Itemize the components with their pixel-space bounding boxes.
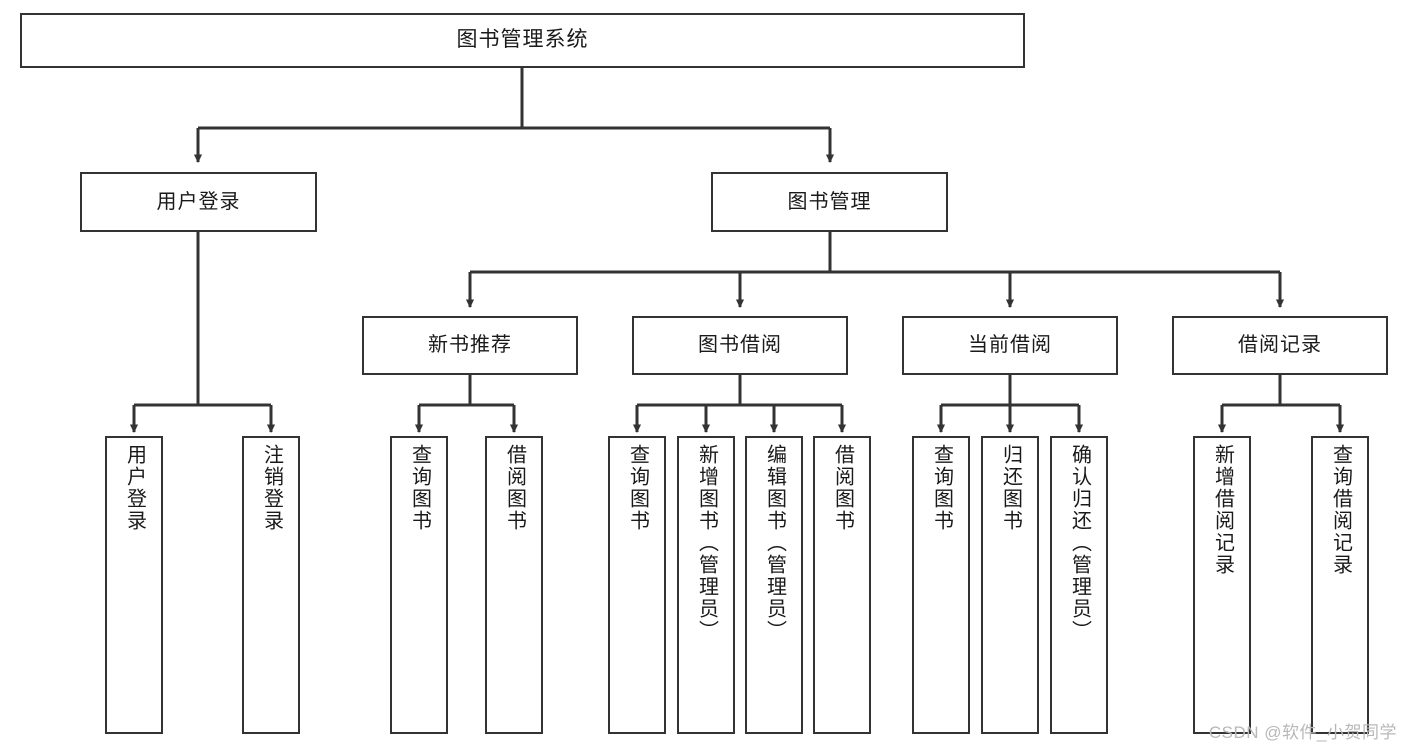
- leaf-add-book-label: 新增图书（管理员）: [695, 444, 718, 642]
- leaf-return-book-label: 归还图书: [999, 444, 1022, 532]
- leaf-borrow-book-2[interactable]: 借阅图书: [813, 436, 871, 734]
- leaf-edit-book[interactable]: 编辑图书（管理员）: [745, 436, 803, 734]
- leaf-query-record[interactable]: 查询借阅记录: [1311, 436, 1369, 734]
- leaf-query-book-1-label: 查询图书: [408, 444, 431, 532]
- node-user-login[interactable]: 用户登录: [80, 172, 317, 232]
- leaf-borrow-book-1[interactable]: 借阅图书: [485, 436, 543, 734]
- leaf-edit-book-label: 编辑图书（管理员）: [763, 444, 786, 642]
- node-book-management-label: 图书管理: [787, 190, 872, 213]
- leaf-user-login[interactable]: 用户登录: [105, 436, 163, 734]
- node-current-borrow-label: 当前借阅: [968, 334, 1052, 356]
- leaf-query-book-2-label: 查询图书: [626, 444, 649, 532]
- node-borrow-record[interactable]: 借阅记录: [1172, 316, 1388, 375]
- leaf-confirm-return[interactable]: 确认归还（管理员）: [1050, 436, 1108, 734]
- leaf-borrow-book-1-label: 借阅图书: [503, 444, 526, 532]
- leaf-query-book-1[interactable]: 查询图书: [390, 436, 448, 734]
- node-book-borrow-label: 图书借阅: [698, 334, 782, 356]
- node-current-borrow[interactable]: 当前借阅: [902, 316, 1118, 375]
- leaf-query-book-3-label: 查询图书: [930, 444, 953, 532]
- node-book-management[interactable]: 图书管理: [711, 172, 948, 232]
- node-user-login-label: 用户登录: [156, 190, 241, 213]
- leaf-user-logout-label: 注销登录: [260, 444, 283, 532]
- node-borrow-record-label: 借阅记录: [1238, 334, 1322, 356]
- node-new-book-recommend-label: 新书推荐: [428, 334, 512, 356]
- leaf-query-record-label: 查询借阅记录: [1329, 444, 1352, 576]
- leaf-user-login-label: 用户登录: [123, 444, 146, 532]
- leaf-borrow-book-2-label: 借阅图书: [831, 444, 854, 532]
- node-new-book-recommend[interactable]: 新书推荐: [362, 316, 578, 375]
- leaf-user-logout[interactable]: 注销登录: [242, 436, 300, 734]
- leaf-add-book[interactable]: 新增图书（管理员）: [677, 436, 735, 734]
- node-root-label: 图书管理系统: [456, 28, 589, 52]
- leaf-query-book-2[interactable]: 查询图书: [608, 436, 666, 734]
- node-book-borrow[interactable]: 图书借阅: [632, 316, 848, 375]
- leaf-add-record[interactable]: 新增借阅记录: [1193, 436, 1251, 734]
- leaf-confirm-return-label: 确认归还（管理员）: [1068, 444, 1091, 642]
- leaf-add-record-label: 新增借阅记录: [1211, 444, 1234, 576]
- leaf-query-book-3[interactable]: 查询图书: [912, 436, 970, 734]
- node-root[interactable]: 图书管理系统: [20, 13, 1025, 68]
- leaf-return-book[interactable]: 归还图书: [981, 436, 1039, 734]
